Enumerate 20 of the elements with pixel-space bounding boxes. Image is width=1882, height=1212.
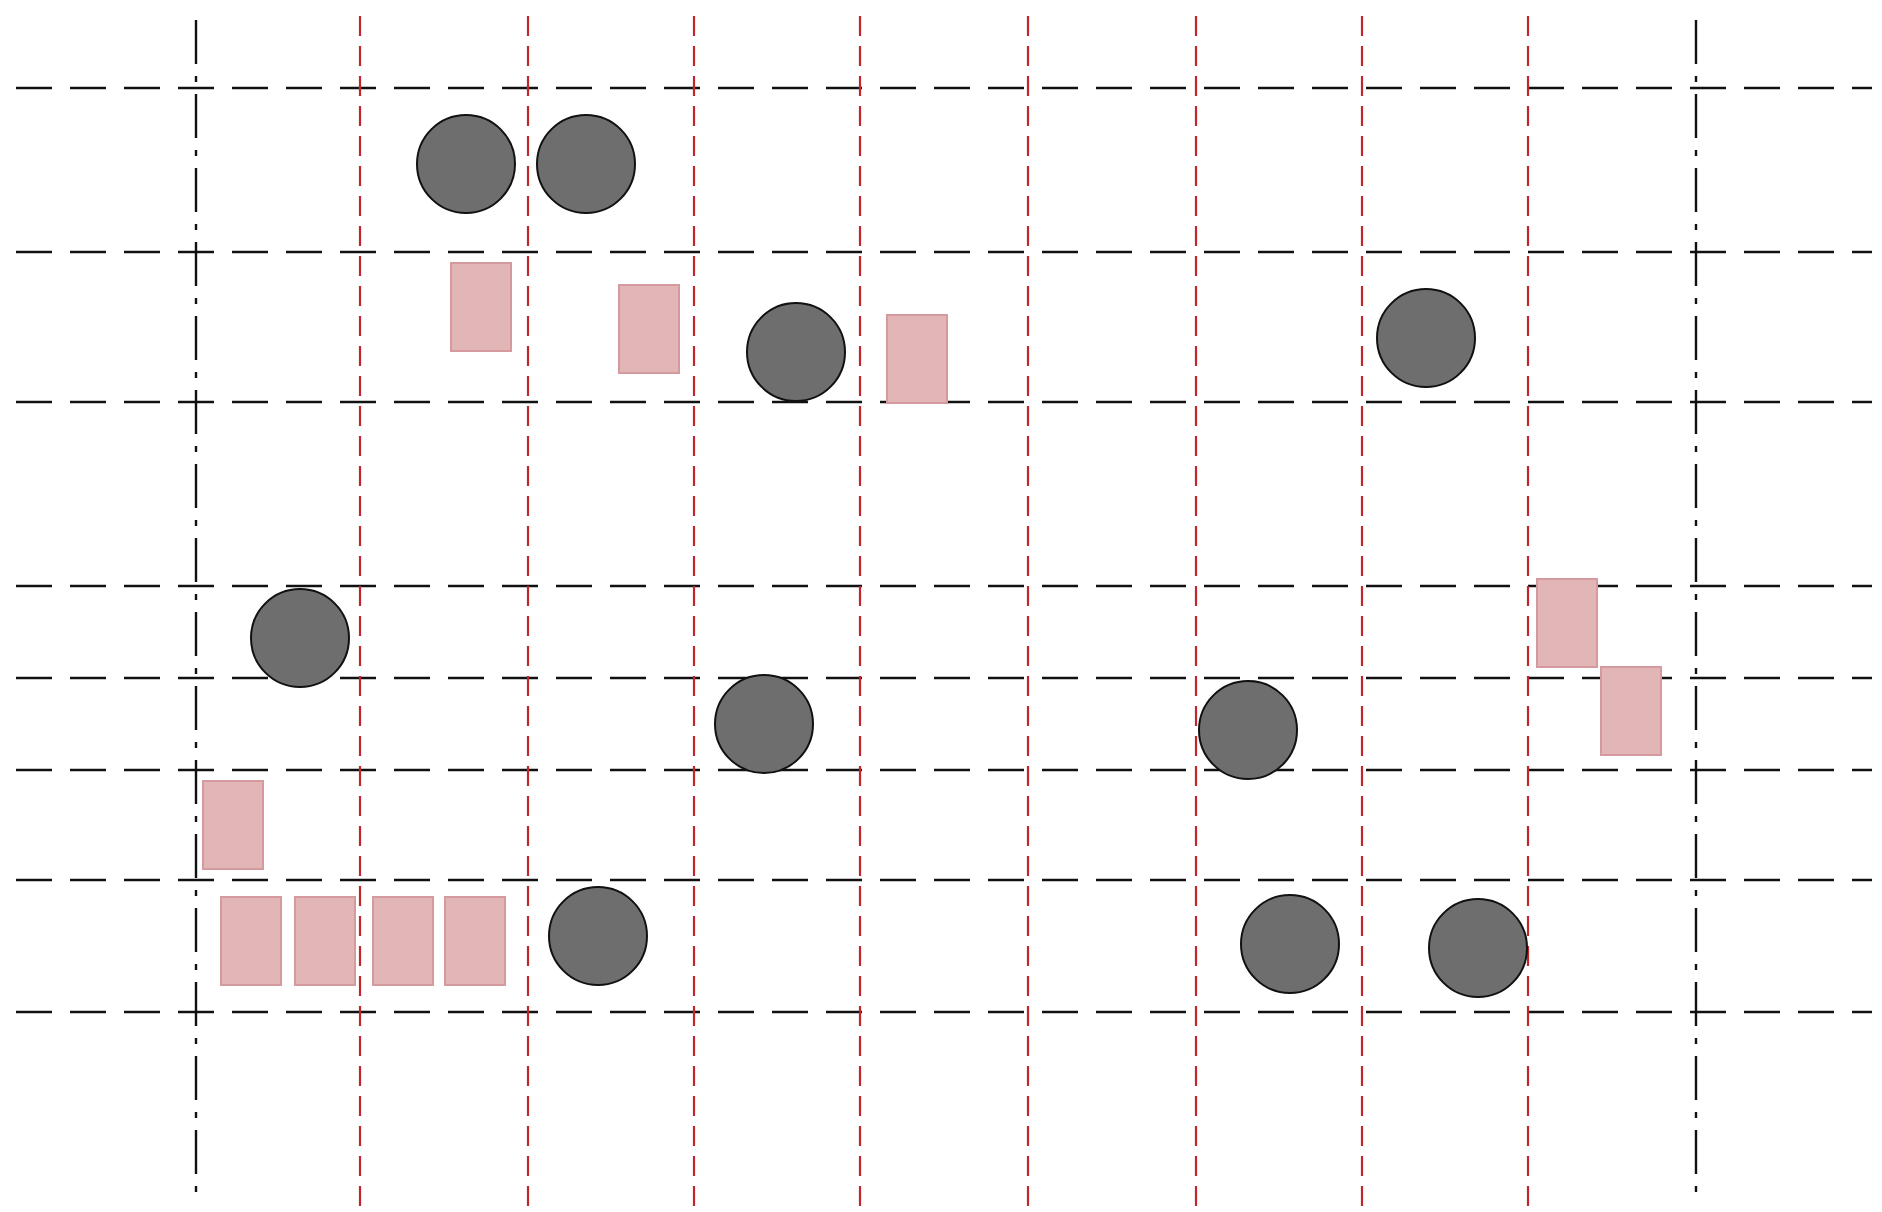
circle-marker xyxy=(536,114,636,214)
circle-marker xyxy=(416,114,516,214)
block-marker xyxy=(1600,666,1662,756)
block-marker xyxy=(1536,578,1598,668)
circle-marker xyxy=(1376,288,1476,388)
circle-marker xyxy=(1428,898,1528,998)
block-marker xyxy=(444,896,506,986)
block-marker xyxy=(372,896,434,986)
circle-marker xyxy=(548,886,648,986)
circle-marker xyxy=(1240,894,1340,994)
block-marker xyxy=(202,780,264,870)
circle-marker xyxy=(746,302,846,402)
block-marker xyxy=(886,314,948,404)
block-marker xyxy=(450,262,512,352)
block-marker xyxy=(294,896,356,986)
block-marker xyxy=(220,896,282,986)
block-marker xyxy=(618,284,680,374)
circle-marker xyxy=(250,588,350,688)
circle-marker xyxy=(1198,680,1298,780)
circle-marker xyxy=(714,674,814,774)
